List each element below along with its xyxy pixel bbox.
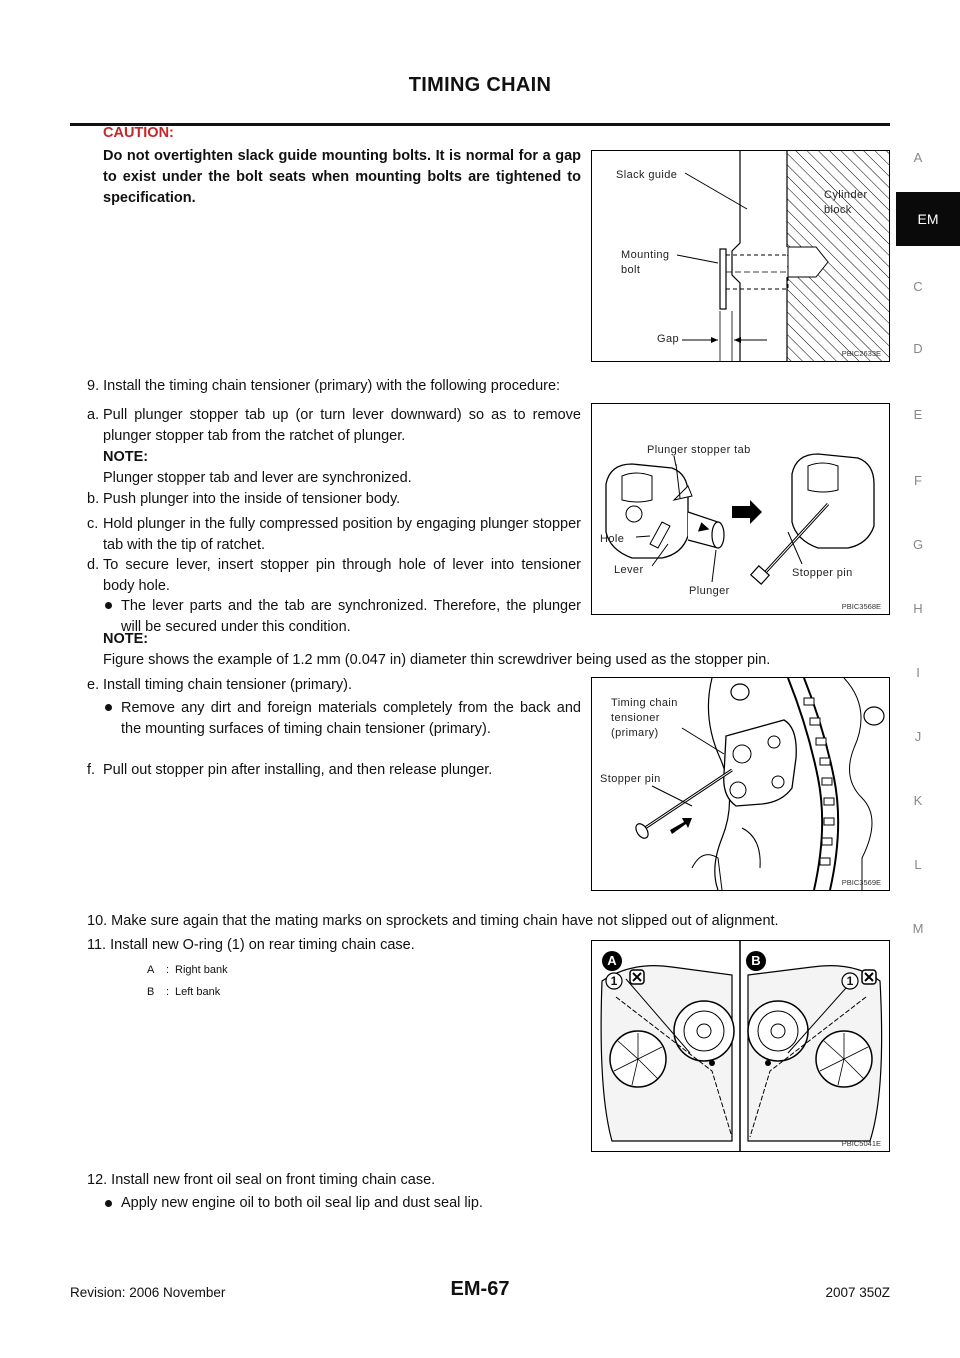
side-index-j[interactable]: J	[914, 729, 922, 744]
legend-right-bank: Right bank	[175, 964, 228, 976]
page-number: EM-67	[450, 1278, 510, 1300]
figure-code: PBIC5041E	[841, 1139, 881, 1148]
label-tensioner: tensioner	[611, 712, 660, 724]
callout-1-right: 1	[610, 974, 618, 988]
step-a-text: Pull plunger stopper tab up (or turn lev…	[103, 407, 581, 444]
bullet-12-text: Apply new engine oil to both oil seal li…	[121, 1195, 483, 1211]
side-index-d[interactable]: D	[913, 341, 923, 356]
side-index-m[interactable]: M	[912, 921, 924, 936]
label-cylinder: Cylinder	[824, 189, 868, 201]
side-index-h[interactable]: H	[913, 601, 923, 616]
label-mounting: Mounting	[621, 249, 670, 261]
marker-a: A	[607, 953, 617, 968]
label-stopper-pin: Stopper pin	[792, 567, 853, 579]
marker-b: B	[751, 953, 761, 968]
step-12: 12. Install new front oil seal on front …	[87, 1172, 436, 1188]
step-e-text: Install timing chain tensioner (primary)…	[103, 677, 353, 693]
step-c-text: Hold plunger in the fully compressed pos…	[103, 516, 581, 553]
bullet-e-text: Remove any dirt and foreign materials co…	[121, 700, 581, 737]
caution-heading: CAUTION:	[103, 125, 174, 141]
side-index-l[interactable]: L	[914, 857, 922, 872]
figure-slack-guide: Slack guide Cylinder block Mounting bolt…	[591, 150, 890, 362]
bullet-d-text: The lever parts and the tab are synchron…	[121, 598, 581, 635]
label-plunger: Plunger	[689, 585, 730, 597]
label-stopper-pin: Stopper pin	[600, 773, 661, 785]
figure-tensioner-installed: Timing chain tensioner (primary) Stopper…	[591, 677, 890, 891]
step-e-prefix: e.	[87, 677, 100, 693]
footer-model: 2007 350Z	[825, 1285, 890, 1300]
figure-plunger: Plunger stopper tab Hole Lever Plunger S…	[591, 403, 890, 615]
step-f-text: Pull out stopper pin after installing, a…	[103, 762, 493, 778]
label-bolt: bolt	[621, 264, 641, 276]
figure-code: PBIC2633E	[841, 349, 881, 358]
step-f-prefix: f.	[87, 762, 96, 778]
side-index-e[interactable]: E	[913, 407, 923, 422]
side-index-c[interactable]: C	[913, 279, 923, 294]
caution-text: Do not overtighten slack guide mounting …	[103, 148, 581, 206]
side-index-g[interactable]: G	[912, 537, 924, 552]
side-index-em-label: EM	[917, 211, 939, 227]
label-timing-chain: Timing chain	[611, 697, 678, 709]
legend-key-a: A	[147, 964, 155, 976]
note2-heading: NOTE:	[103, 631, 149, 647]
note1-text: Plunger stopper tab and lever are synchr…	[103, 470, 412, 486]
label-plunger-stopper-tab: Plunger stopper tab	[647, 444, 751, 456]
label-primary: (primary)	[611, 727, 659, 739]
label-gap: Gap	[657, 333, 679, 345]
side-index-em-active[interactable]: EM	[896, 192, 960, 246]
step-a-prefix: a.	[87, 407, 100, 423]
legend-key-b: B	[147, 986, 155, 998]
bullet-dot	[105, 1200, 112, 1207]
legend-sep: :	[166, 964, 170, 976]
bullet-dot	[105, 602, 112, 609]
step-b-prefix: b.	[87, 491, 100, 507]
label-hole: Hole	[600, 533, 625, 545]
figure-code: PBIC3569E	[841, 878, 881, 887]
callout-1-left: 1	[846, 974, 854, 988]
step-10: 10. Make sure again that the mating mark…	[87, 913, 779, 929]
step-d-prefix: d.	[87, 557, 100, 573]
note2-text: Figure shows the example of 1.2 mm (0.04…	[103, 652, 771, 668]
footer-revision: Revision: 2006 November	[70, 1285, 226, 1300]
step-b-text: Push plunger into the inside of tensione…	[103, 491, 401, 507]
label-lever: Lever	[614, 564, 644, 576]
step-d-text: To secure lever, insert stopper pin thro…	[103, 557, 581, 594]
bullet-dot	[105, 704, 112, 711]
header-rule	[70, 123, 890, 126]
step-11: 11. Install new O-ring (1) on rear timin…	[87, 937, 415, 953]
figure-oring-banks: A B 1 1 PBIC5041E	[591, 940, 890, 1152]
step-c-prefix: c.	[87, 516, 99, 532]
slack-guide-illustration	[676, 151, 889, 361]
side-index-a[interactable]: A	[913, 150, 923, 165]
legend-sep: :	[166, 986, 170, 998]
side-index-f[interactable]: F	[914, 473, 922, 488]
legend-left-bank: Left bank	[175, 986, 221, 998]
figure-code: PBIC3568E	[841, 602, 881, 611]
page-title: TIMING CHAIN	[408, 74, 552, 96]
tensioner-illustration	[635, 678, 885, 890]
oring-illustration	[600, 941, 883, 1151]
label-block: block	[824, 204, 852, 216]
side-index-k[interactable]: K	[913, 793, 923, 808]
note1-heading: NOTE:	[103, 449, 149, 465]
label-slack-guide: Slack guide	[616, 169, 678, 181]
step-9: 9. Install the timing chain tensioner (p…	[87, 378, 561, 394]
side-index-i[interactable]: I	[916, 665, 920, 680]
plunger-illustration	[605, 453, 875, 585]
